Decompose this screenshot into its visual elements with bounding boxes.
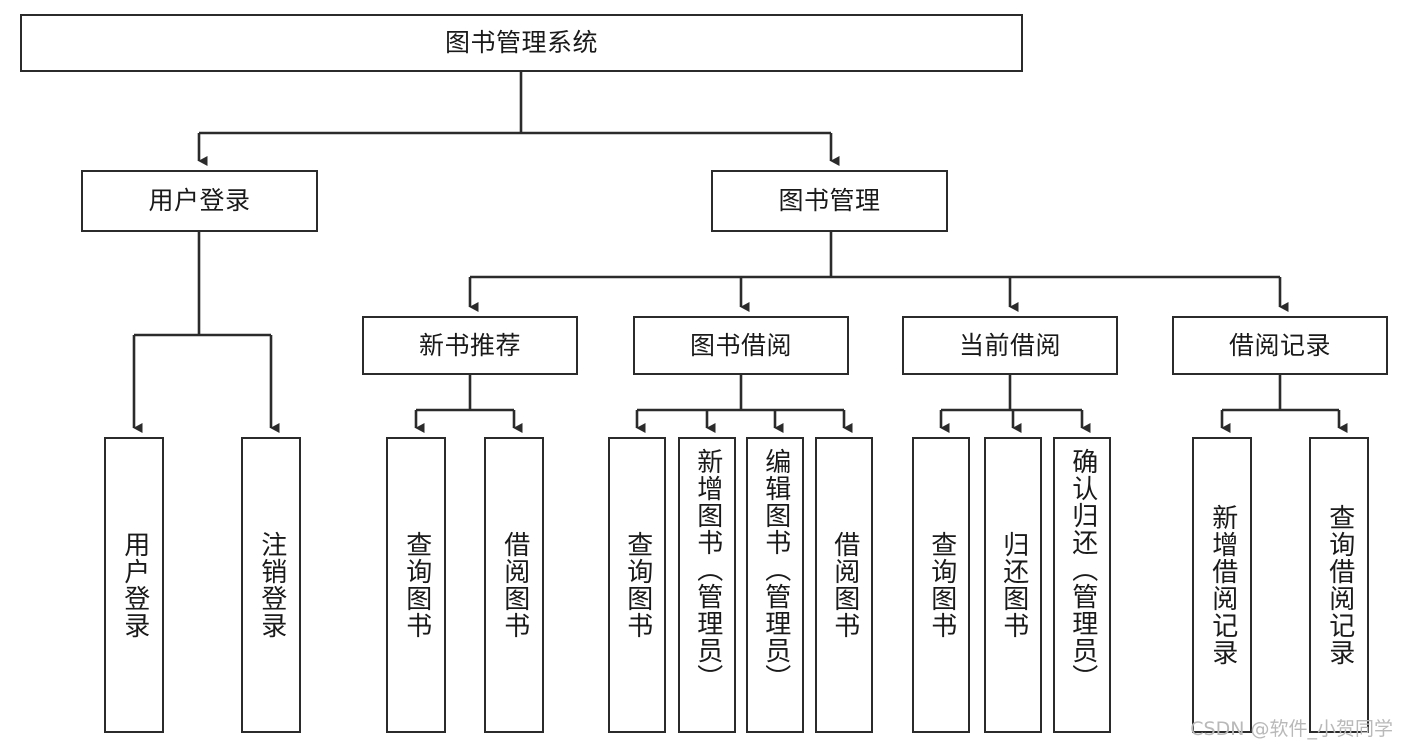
node-root[interactable]: 图书管理系统 — [20, 14, 1023, 72]
node-leaf-confirm-return-label: 确认归还（管理员） — [1067, 448, 1098, 691]
node-book-borrow[interactable]: 图书借阅 — [633, 316, 849, 375]
node-leaf-query-book-3[interactable]: 查询图书 — [912, 437, 970, 733]
node-leaf-logout[interactable]: 注销登录 — [241, 437, 301, 733]
node-current-borrow[interactable]: 当前借阅 — [902, 316, 1118, 375]
node-leaf-add-borrow-record[interactable]: 新增借阅记录 — [1192, 437, 1252, 733]
node-leaf-query-borrow-record-label: 查询借阅记录 — [1324, 504, 1355, 666]
node-new-book-recommend-label: 新书推荐 — [418, 330, 521, 360]
node-book-management[interactable]: 图书管理 — [711, 170, 948, 232]
node-borrow-record-label: 借阅记录 — [1228, 330, 1331, 360]
node-leaf-borrow-book-2-label: 借阅图书 — [829, 531, 860, 639]
node-leaf-borrow-book-1[interactable]: 借阅图书 — [484, 437, 544, 733]
node-leaf-user-login-label: 用户登录 — [119, 531, 150, 639]
node-leaf-add-book-label: 新增图书（管理员） — [692, 448, 723, 691]
node-leaf-query-book-1-label: 查询图书 — [401, 531, 432, 639]
node-current-borrow-label: 当前借阅 — [958, 330, 1061, 360]
node-leaf-query-book-1[interactable]: 查询图书 — [386, 437, 446, 733]
node-user-login[interactable]: 用户登录 — [81, 170, 318, 232]
node-leaf-query-borrow-record[interactable]: 查询借阅记录 — [1309, 437, 1369, 733]
node-leaf-return-book[interactable]: 归还图书 — [984, 437, 1042, 733]
node-leaf-query-book-3-label: 查询图书 — [926, 531, 957, 639]
node-leaf-borrow-book-2[interactable]: 借阅图书 — [815, 437, 873, 733]
node-leaf-edit-book[interactable]: 编辑图书（管理员） — [746, 437, 804, 733]
node-leaf-logout-label: 注销登录 — [256, 531, 287, 639]
node-leaf-add-book[interactable]: 新增图书（管理员） — [678, 437, 736, 733]
node-leaf-borrow-book-1-label: 借阅图书 — [499, 531, 530, 639]
node-new-book-recommend[interactable]: 新书推荐 — [362, 316, 578, 375]
node-leaf-query-book-2[interactable]: 查询图书 — [608, 437, 666, 733]
node-leaf-add-borrow-record-label: 新增借阅记录 — [1207, 504, 1238, 666]
node-book-management-label: 图书管理 — [778, 186, 881, 216]
node-book-borrow-label: 图书借阅 — [689, 330, 792, 360]
node-leaf-confirm-return[interactable]: 确认归还（管理员） — [1053, 437, 1111, 733]
node-root-label: 图书管理系统 — [444, 28, 598, 58]
node-leaf-edit-book-label: 编辑图书（管理员） — [760, 448, 791, 691]
node-leaf-user-login[interactable]: 用户登录 — [104, 437, 164, 733]
node-leaf-return-book-label: 归还图书 — [998, 531, 1029, 639]
node-leaf-query-book-2-label: 查询图书 — [622, 531, 653, 639]
node-user-login-label: 用户登录 — [148, 186, 251, 216]
node-borrow-record[interactable]: 借阅记录 — [1172, 316, 1388, 375]
